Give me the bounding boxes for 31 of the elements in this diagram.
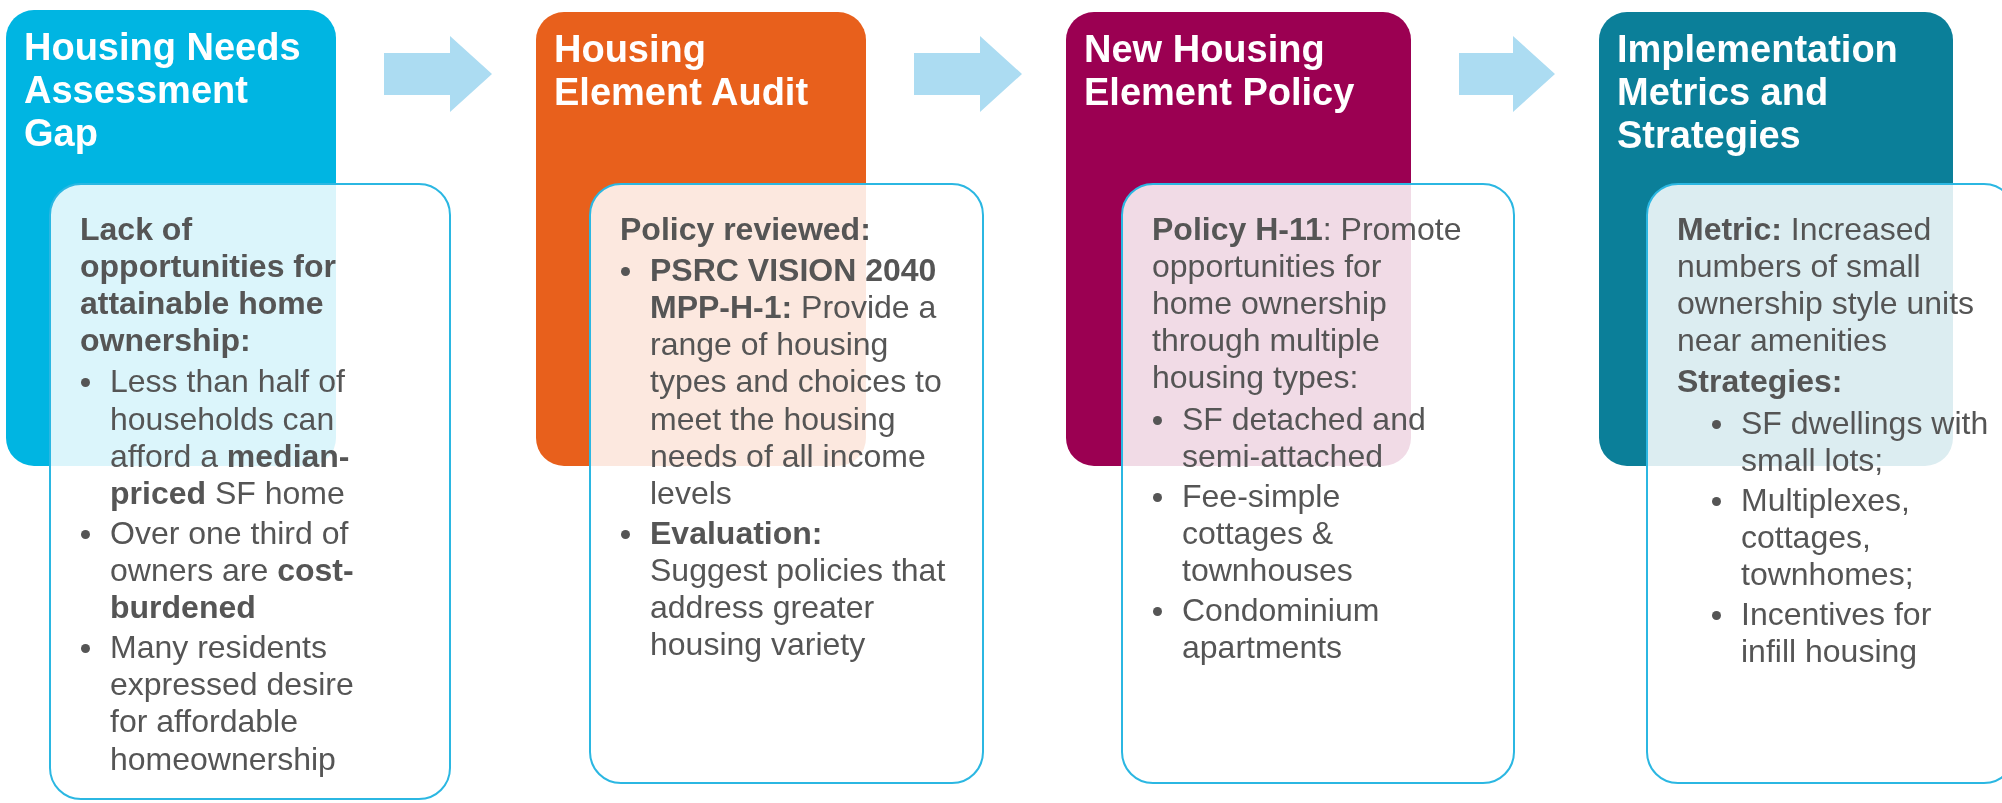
stage-header-box	[1599, 12, 1953, 181]
bullet-text: SF detached and semi-attached	[1182, 400, 1426, 474]
text-card	[1121, 183, 1515, 784]
paragraph: Metric: Increased numbers of small ownership style units near amenities	[1677, 211, 1976, 360]
stage-header-box	[536, 12, 866, 181]
bullet-text: Condominium apartments	[1182, 592, 1380, 666]
stage-title: Housing Needs Assessment Gap	[24, 26, 302, 155]
bullet-text: Less than half of households can afford a median-priced SF home	[110, 363, 350, 511]
bullet-text: Many residents expressed desire for affordable homeownership	[110, 629, 354, 777]
bullet-text: Multiplexes, cottages, townhomes;	[1741, 481, 1914, 592]
bullet-text: Incentives for infill housing	[1741, 596, 1932, 670]
bullet-text: SF dwellings with small lots;	[1741, 404, 1989, 478]
paragraph: Strategies:	[1677, 363, 1844, 401]
bullet-text: Fee-simple cottages & townhouses	[1182, 477, 1353, 588]
paragraph: Policy H-11: Promote opportunities for home ownership through multiple housing types:	[1152, 211, 1463, 397]
bullet-text: Evaluation: Suggest policies that address greater housing variety	[650, 514, 946, 663]
text-card	[49, 183, 451, 800]
block-arrow	[1459, 36, 1555, 112]
stage-header-box	[1066, 12, 1411, 181]
text-card	[1646, 183, 2002, 784]
block-arrow	[384, 36, 492, 112]
block-arrow	[914, 36, 1022, 112]
bullet-text: PSRC VISION 2040 MPP-H-1: Provide a range of housing types and choices to meet the housing needs of all income levels	[650, 252, 942, 511]
text-card	[589, 183, 984, 784]
stage-title: New Housing Element Policy	[1084, 28, 1356, 114]
stage-title: Housing Element Audit	[554, 28, 810, 114]
bullet-text: Over one third of owners are cost-burdened	[110, 514, 354, 626]
paragraph: Lack of opportunities for attainable home ownership:	[80, 211, 337, 360]
stage-header-box	[6, 10, 336, 181]
paragraph: Policy reviewed:	[620, 211, 872, 249]
stage-title: Implementation Metrics and Strategies	[1617, 28, 1899, 157]
